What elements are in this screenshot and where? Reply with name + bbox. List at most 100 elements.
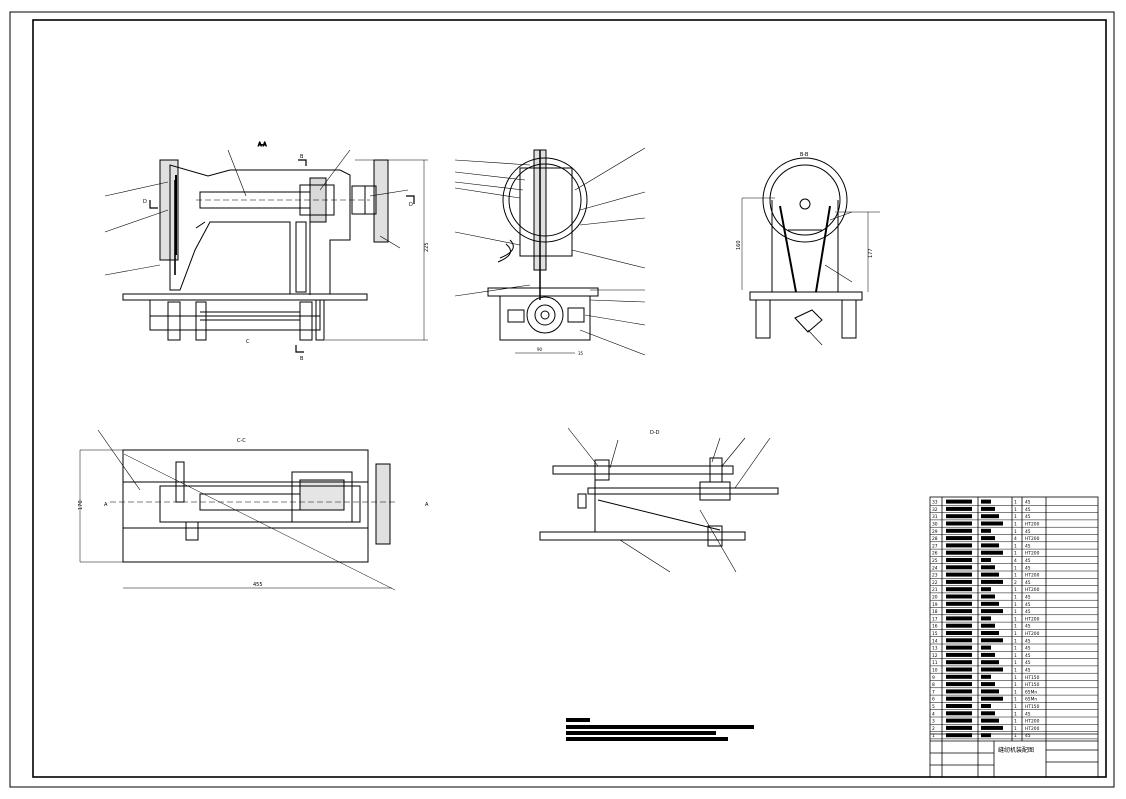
parts-list-no: 26 (932, 551, 938, 557)
parts-list-qty: 4 (1014, 558, 1017, 564)
parts-list-material: HT200 (1025, 551, 1040, 557)
parts-list-no: 9 (932, 675, 935, 681)
parts-list-qty: 1 (1014, 682, 1017, 688)
parts-list-material: 45 (1025, 638, 1031, 644)
parts-list-material: 45 (1025, 507, 1031, 513)
parts-list-material: 45 (1025, 668, 1031, 674)
parts-list-material: 45 (1025, 653, 1031, 659)
parts-list-qty: 1 (1014, 704, 1017, 710)
side-width-dim-a: 90 (537, 347, 543, 352)
outer-border (9, 11, 1115, 788)
parts-list-material: 45 (1025, 543, 1031, 549)
parts-list-material: HT150 (1025, 682, 1040, 688)
parts-list-material: 45 (1025, 609, 1031, 615)
end-right-height-dim: 177 (868, 248, 874, 258)
parts-list-material: 45 (1025, 660, 1031, 666)
parts-list-material: 45 (1025, 580, 1031, 586)
shaft-detail-view: D-D (539, 427, 779, 573)
side-width-dim-b: 35 (578, 351, 584, 356)
parts-list-material: 45 (1025, 529, 1031, 535)
parts-list-row: 1 1 45 (930, 733, 1098, 739)
parts-list-no: 19 (932, 602, 938, 608)
parts-list-row: 28 4 HT200 (930, 536, 1098, 542)
parts-list-no: 15 (932, 631, 938, 637)
parts-list-no: 31 (932, 514, 938, 520)
front-view: A-A (104, 142, 428, 353)
parts-list-row: 8 1 HT150 (930, 682, 1098, 688)
parts-list-qty: 2 (1014, 580, 1017, 586)
parts-list-qty: 1 (1014, 514, 1017, 520)
parts-list-no: 1 (932, 733, 935, 739)
parts-list-material: 45 (1025, 733, 1031, 739)
parts-list-material: 45 (1025, 565, 1031, 571)
parts-list-material: 45 (1025, 711, 1031, 717)
plan-width-dim: 455 (253, 582, 263, 588)
parts-list-no: 29 (932, 529, 938, 535)
parts-list-no: 24 (932, 565, 938, 571)
parts-list-material: HT200 (1025, 726, 1040, 732)
parts-list-no: 21 (932, 587, 938, 593)
parts-list-material: HT200 (1025, 631, 1040, 637)
parts-list-no: 17 (932, 616, 938, 622)
parts-list-qty: 1 (1014, 551, 1017, 557)
plan-view-label: C-C (237, 438, 246, 444)
parts-list-qty: 1 (1014, 624, 1017, 630)
parts-list-qty: 1 (1014, 719, 1017, 725)
parts-list-qty: 1 (1014, 609, 1017, 615)
parts-list-qty: 1 (1014, 675, 1017, 681)
parts-list-no: 28 (932, 536, 938, 542)
parts-list-qty: 1 (1014, 668, 1017, 674)
cut-letter-d-left: D (143, 199, 147, 205)
parts-list-qty: 1 (1014, 726, 1017, 732)
parts-list-material: 45 (1025, 646, 1031, 652)
front-height-dim: 225 (424, 242, 430, 252)
parts-list-qty: 1 (1014, 733, 1017, 739)
cut-letter-a-left: A (104, 502, 108, 508)
parts-list-no: 12 (932, 653, 938, 659)
parts-list-no: 8 (932, 682, 935, 688)
parts-list-material: HT200 (1025, 522, 1040, 528)
inner-frame (32, 19, 1107, 778)
parts-list-qty: 1 (1014, 660, 1017, 666)
plan-view: C-C (79, 429, 396, 591)
parts-list-qty: 1 (1014, 522, 1017, 528)
parts-list-qty: 1 (1014, 631, 1017, 637)
plan-height-dim: 170 (78, 500, 84, 510)
parts-list-qty: 1 (1014, 565, 1017, 571)
cut-letter-a-right: A (425, 502, 429, 508)
parts-list-qty: 4 (1014, 536, 1017, 542)
parts-list-qty: 1 (1014, 602, 1017, 608)
parts-list-row: 24 1 45 (930, 565, 1098, 571)
parts-list-qty: 1 (1014, 587, 1017, 593)
parts-list-material: 45 (1025, 558, 1031, 564)
parts-list-no: 6 (932, 697, 935, 703)
parts-list-material: 45 (1025, 595, 1031, 601)
parts-list-qty: 1 (1014, 638, 1017, 644)
parts-list-no: 13 (932, 646, 938, 652)
parts-list-no: 7 (932, 689, 935, 695)
shaft-detail-label: D-D (650, 430, 660, 436)
cut-letter-d-right: D (409, 202, 413, 208)
cut-letter-b-bottom: B (300, 356, 304, 362)
parts-list-no: 5 (932, 704, 935, 710)
parts-list-no: 30 (932, 522, 938, 528)
parts-list-material: HT200 (1025, 536, 1040, 542)
parts-list-no: 20 (932, 595, 938, 601)
